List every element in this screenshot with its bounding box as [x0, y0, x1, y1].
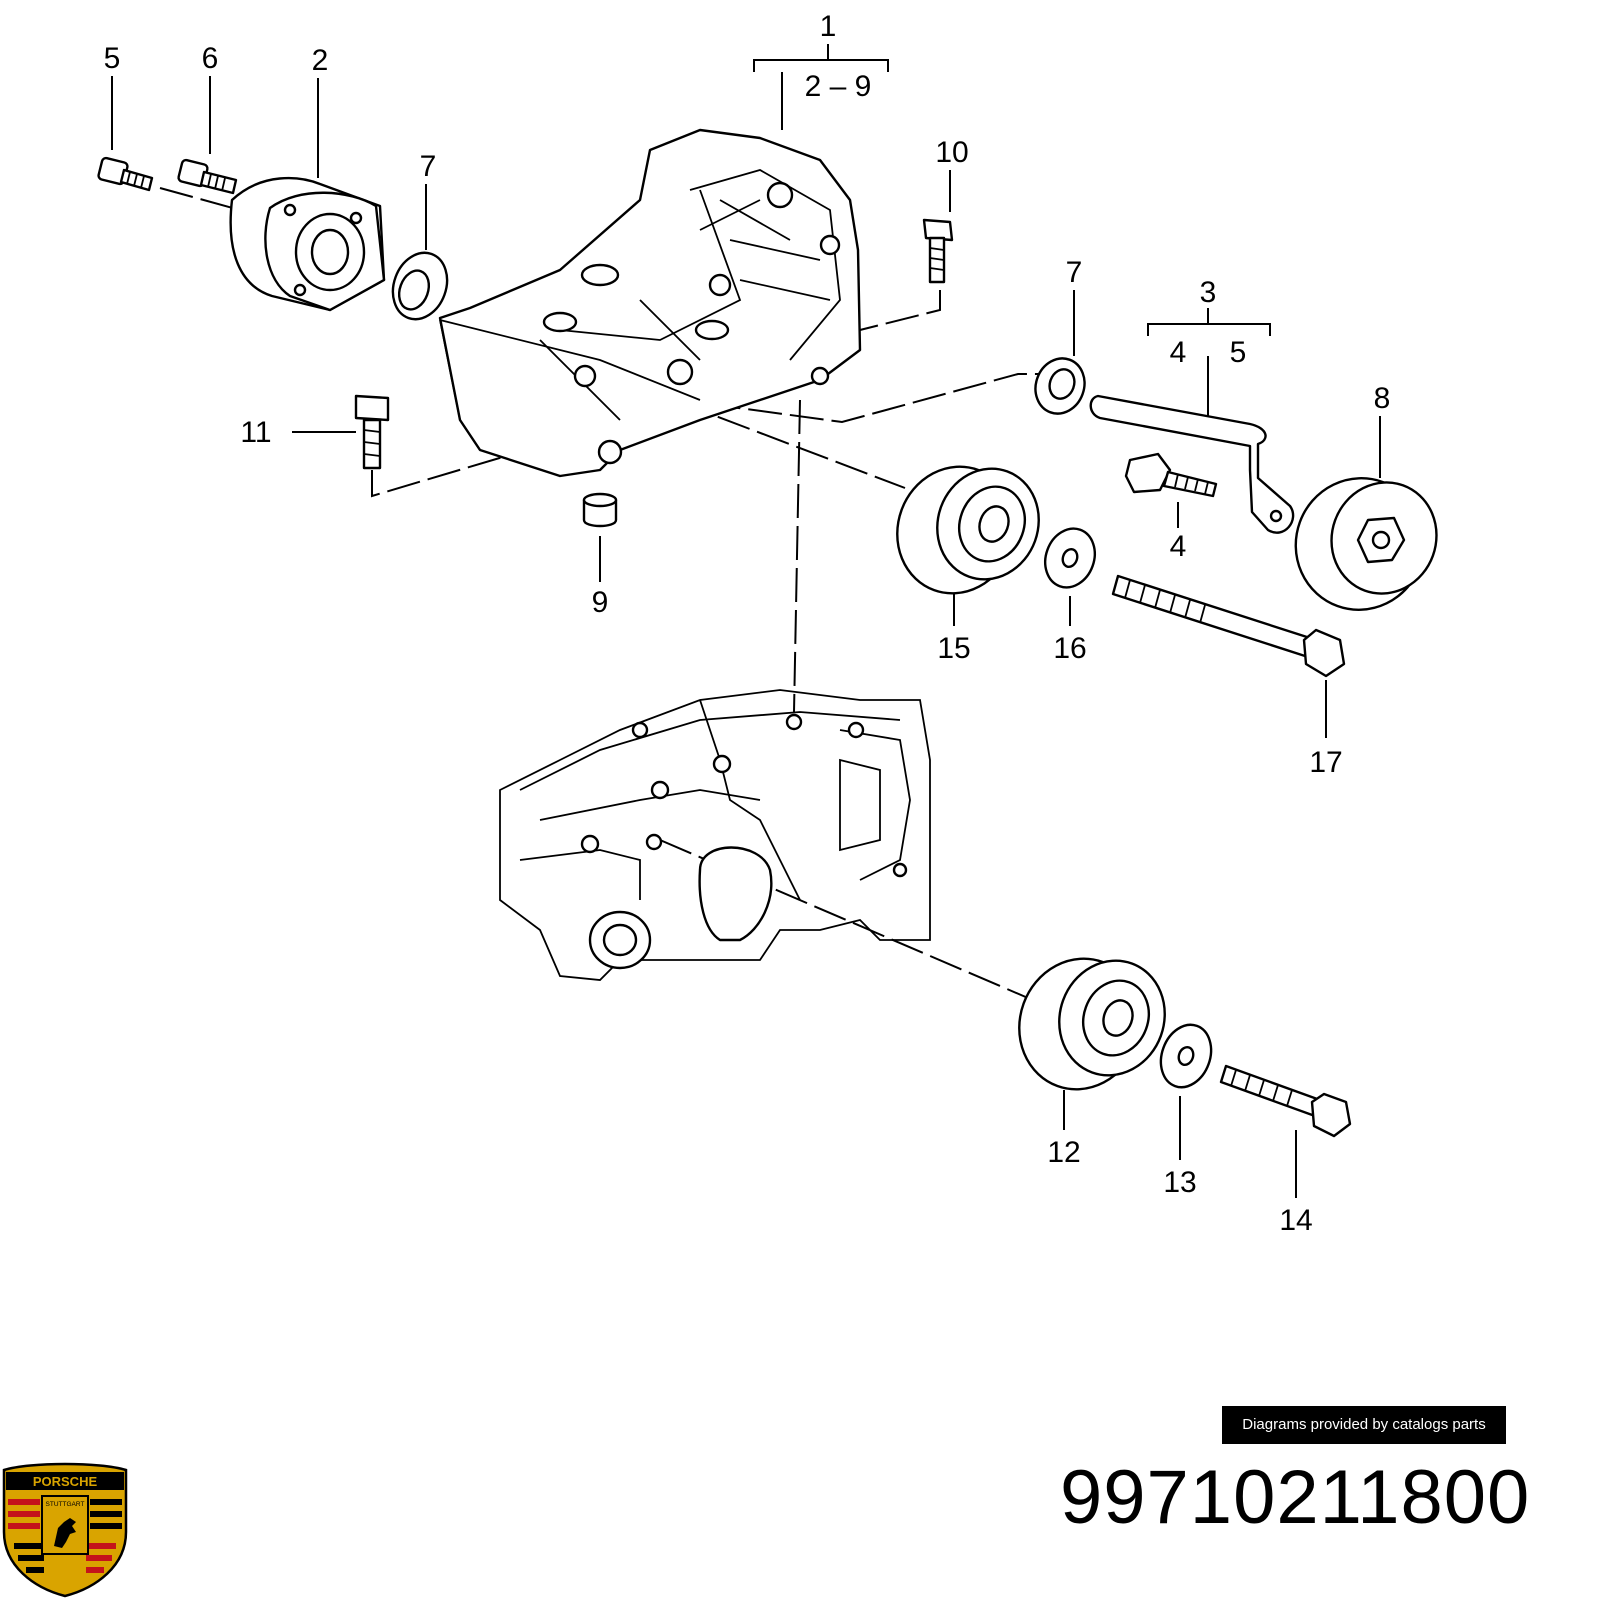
callout-10: 10	[935, 136, 968, 169]
diagram-credit-banner: Diagrams provided by catalogs parts	[1222, 1406, 1506, 1444]
part-number: 99710211800	[1060, 1455, 1531, 1540]
callout-8: 8	[1374, 382, 1391, 415]
seal-7-left	[391, 251, 449, 321]
engine-block	[499, 689, 931, 981]
callout-4: 4	[1170, 530, 1187, 563]
horse-emblem-icon	[54, 1518, 76, 1548]
bolt-10	[922, 218, 954, 284]
callout-5: 5	[104, 42, 121, 75]
pulley-8	[1294, 477, 1438, 611]
crest-city-text: STUTTGART	[46, 1501, 85, 1508]
callout-7-left: 7	[420, 150, 437, 183]
tensioner-arm-3	[1089, 394, 1295, 534]
crest-brand-text: PORSCHE	[33, 1474, 98, 1489]
callout-13: 13	[1163, 1166, 1196, 1199]
callout-7-right: 7	[1066, 256, 1083, 289]
callout-9: 9	[592, 586, 609, 619]
callout-15: 15	[937, 632, 970, 665]
bolt-17	[1111, 574, 1346, 678]
callout-1-range: 2 – 9	[805, 70, 872, 103]
callout-11: 11	[240, 416, 271, 449]
callout-17: 17	[1309, 746, 1342, 779]
bolt-6	[177, 158, 238, 195]
pulley-12	[1018, 957, 1166, 1091]
callout-3-range-a: 4	[1170, 336, 1187, 369]
callout-6: 6	[202, 42, 219, 75]
porsche-crest-logo: PORSCHE STUTTGART	[2, 1462, 128, 1598]
callout-1: 1	[820, 10, 837, 43]
bushing-9	[582, 492, 618, 528]
callout-3-range-b: 5	[1230, 336, 1247, 369]
pulley-15	[896, 465, 1040, 595]
callout-2: 2	[312, 44, 329, 77]
washer-16	[1044, 527, 1096, 589]
callouts: 1 2 – 9 2 5 6 7 10 7 3 4 5 8 11 4 9 15 1…	[104, 10, 1391, 1237]
callout-12: 12	[1047, 1136, 1080, 1169]
bolt-14	[1219, 1064, 1352, 1138]
bolt-11	[354, 394, 390, 470]
seal-7-right	[1034, 357, 1086, 415]
callout-3: 3	[1200, 276, 1217, 309]
washer-13	[1159, 1023, 1213, 1089]
screw-4	[1124, 452, 1218, 498]
callout-14: 14	[1279, 1204, 1312, 1237]
bracket-assembly	[438, 128, 862, 478]
pulley-housing-2	[229, 176, 386, 312]
bolt-5	[97, 156, 154, 192]
leader-lines	[111, 44, 1381, 1198]
callout-16: 16	[1053, 632, 1086, 665]
